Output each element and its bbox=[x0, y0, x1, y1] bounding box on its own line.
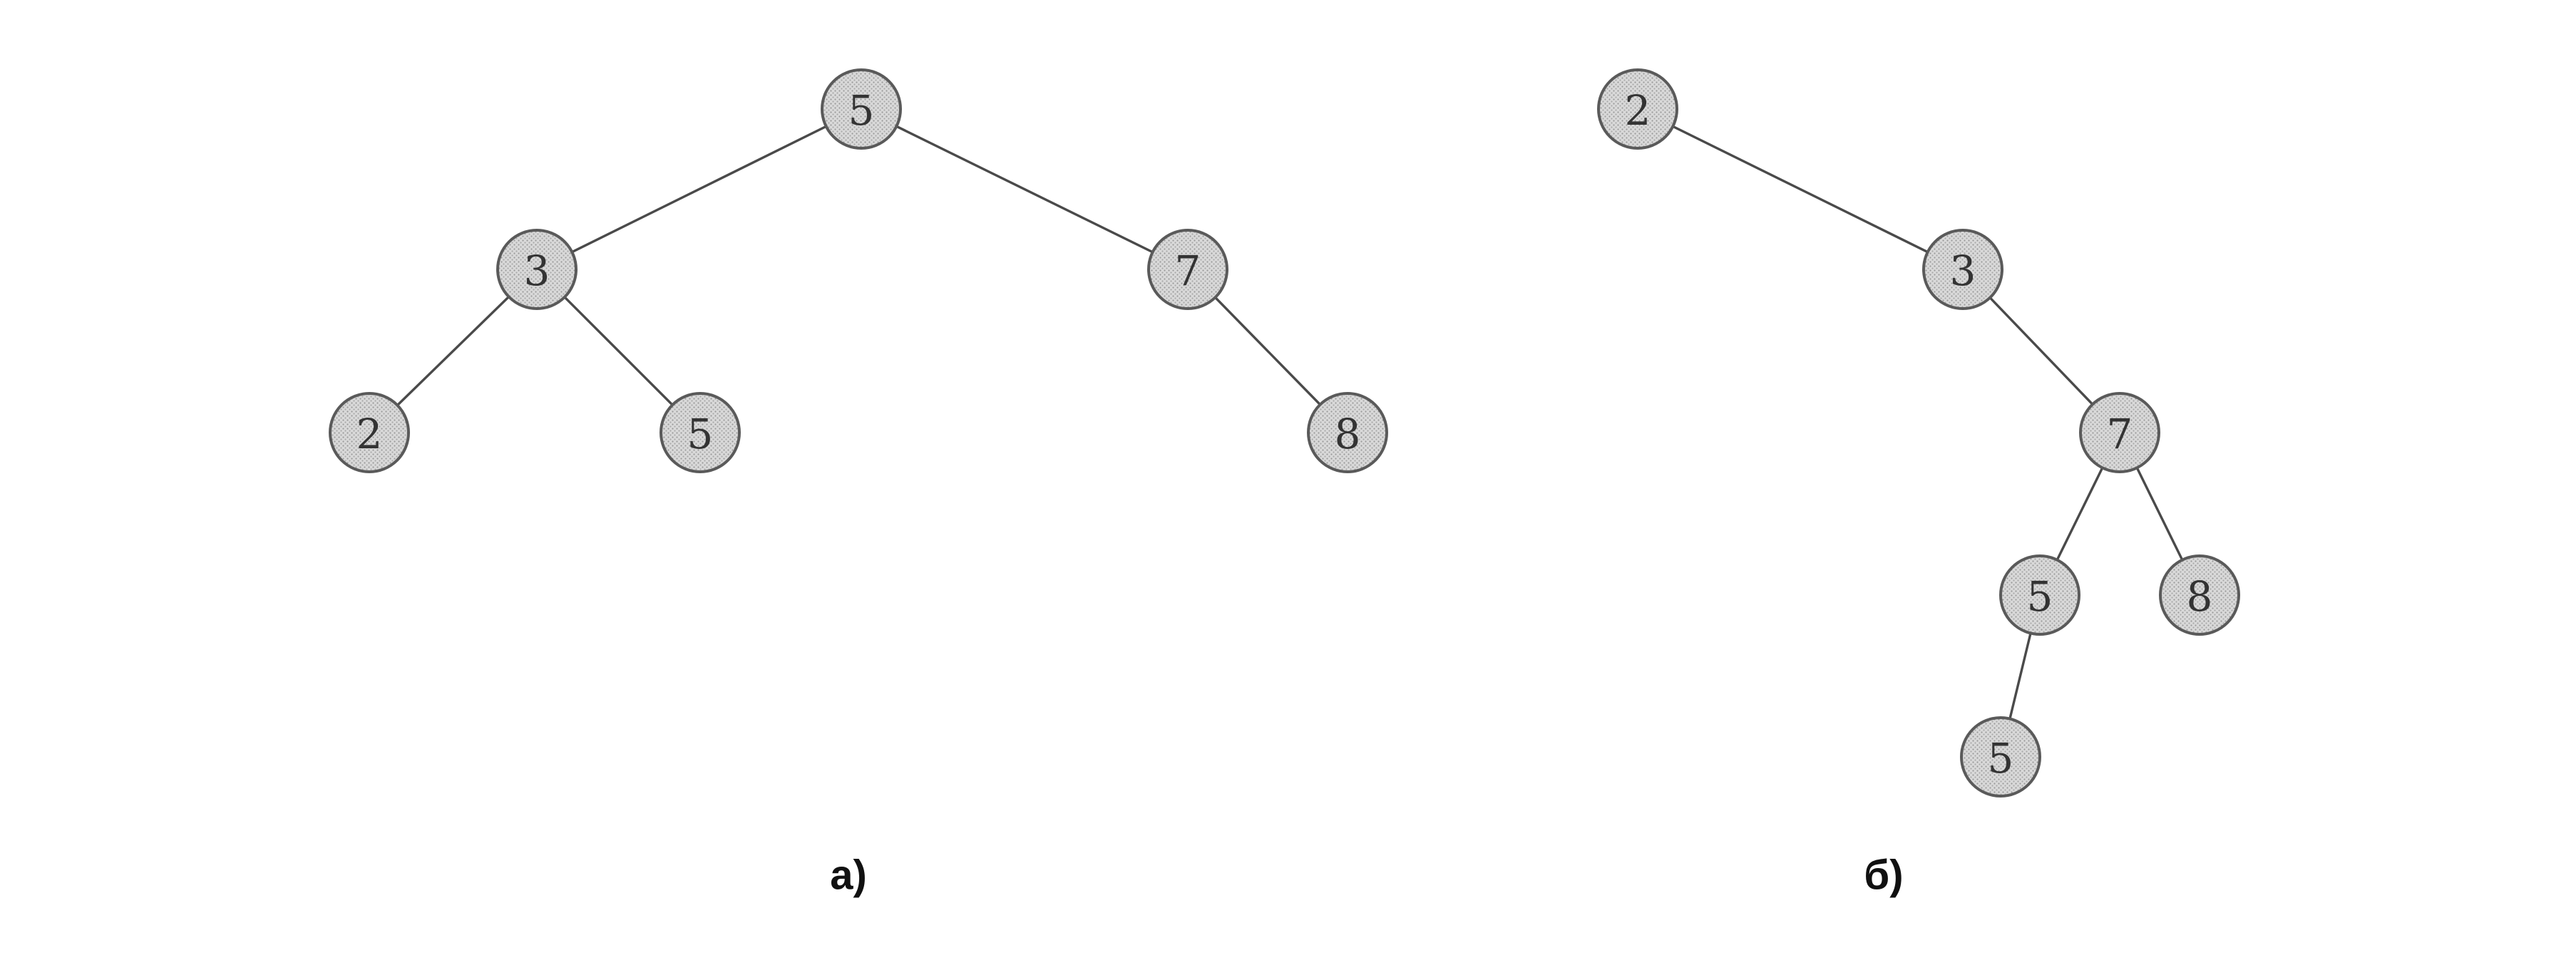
node-label: 5 bbox=[687, 410, 714, 458]
node-label: 8 bbox=[2187, 572, 2213, 621]
node-label: 2 bbox=[1625, 86, 1651, 135]
node-circle bbox=[1597, 68, 1678, 150]
tree-a-node-a_r: 7 bbox=[1147, 229, 1228, 310]
tree-b-edge-b_2-b_3 bbox=[1637, 108, 1964, 271]
tree-b-node-b_2: 2 bbox=[1597, 68, 1678, 150]
tree-b-caption: б) bbox=[1864, 852, 1903, 899]
node-label: 5 bbox=[1988, 734, 2014, 783]
tree-a-node-a_rr: 8 bbox=[1307, 392, 1388, 473]
node-label: 3 bbox=[1950, 247, 1976, 295]
node-circle bbox=[1147, 229, 1228, 310]
tree-a-node-a_root: 5 bbox=[821, 68, 902, 150]
node-label: 3 bbox=[524, 247, 550, 295]
node-circle bbox=[1999, 554, 2080, 636]
tree-b-node-b_5b: 5 bbox=[1960, 716, 2041, 798]
node-circle bbox=[496, 229, 578, 310]
tree-b-node-b_8: 8 bbox=[2159, 554, 2240, 636]
node-label: 2 bbox=[356, 410, 383, 458]
node-circle bbox=[2159, 554, 2240, 636]
tree-b-node-b_7: 7 bbox=[2079, 392, 2160, 473]
node-circle bbox=[1960, 716, 2041, 798]
node-label: 7 bbox=[1175, 247, 1201, 295]
node-label: 5 bbox=[2027, 572, 2053, 621]
tree-a-node-a_ll: 2 bbox=[329, 392, 410, 473]
edges-layer bbox=[368, 108, 2201, 758]
tree-b-node-b_3: 3 bbox=[1922, 229, 2003, 310]
node-circle bbox=[1307, 392, 1388, 473]
node-label: 7 bbox=[2107, 410, 2133, 458]
node-label: 8 bbox=[1335, 410, 1361, 458]
tree-a-edge-a_root-a_l bbox=[536, 108, 862, 271]
tree-a-node-a_lr: 5 bbox=[660, 392, 741, 473]
tree-a-node-a_l: 3 bbox=[496, 229, 578, 310]
tree-b-node-b_5a: 5 bbox=[1999, 554, 2080, 636]
nodes-layer: 5 3 7 2 5 8 2 3 7 5 8 5 bbox=[329, 68, 2240, 798]
node-circle bbox=[1922, 229, 2003, 310]
node-circle bbox=[329, 392, 410, 473]
node-circle bbox=[660, 392, 741, 473]
node-circle bbox=[821, 68, 902, 150]
node-label: 5 bbox=[848, 86, 875, 135]
tree-a-edge-a_root-a_r bbox=[861, 108, 1189, 271]
tree-a-caption: а) bbox=[830, 852, 867, 899]
node-circle bbox=[2079, 392, 2160, 473]
